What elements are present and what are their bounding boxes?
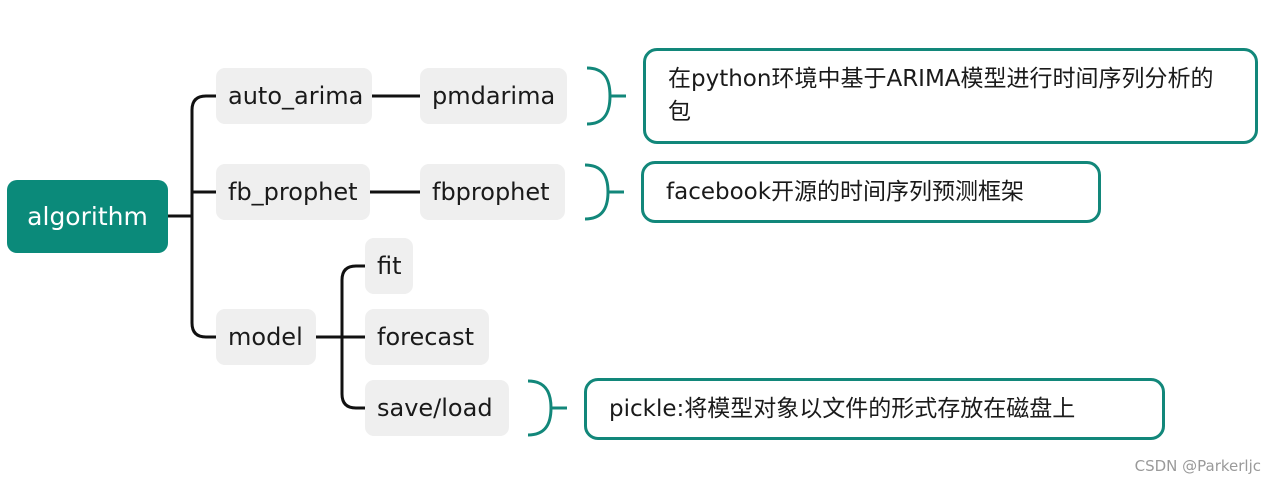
node-auto-arima[interactable]: auto_arima xyxy=(216,68,372,124)
note-pickle[interactable]: pickle:将模型对象以文件的形式存放在磁盘上 xyxy=(584,378,1165,440)
note-fbprophet[interactable]: facebook开源的时间序列预测框架 xyxy=(641,161,1101,223)
node-fbprophet[interactable]: fbprophet xyxy=(420,164,565,220)
node-save-load[interactable]: save/load xyxy=(365,380,509,436)
bracket-fbprophet xyxy=(584,163,624,221)
node-model[interactable]: model xyxy=(216,309,316,365)
node-pmdarima[interactable]: pmdarima xyxy=(420,68,567,124)
node-forecast[interactable]: forecast xyxy=(365,309,489,365)
note-pickle-text: pickle:将模型对象以文件的形式存放在磁盘上 xyxy=(609,395,1076,422)
note-fbprophet-text: facebook开源的时间序列预测框架 xyxy=(666,178,1025,205)
note-pmdarima-text: 在python环境中基于ARIMA模型进行时间序列分析的包 xyxy=(668,66,1214,125)
bracket-pmdarima xyxy=(586,66,626,126)
root-node-algorithm[interactable]: algorithm xyxy=(7,180,168,253)
main-trunk xyxy=(190,94,216,339)
bracket-save-load xyxy=(527,379,567,437)
node-fb-prophet[interactable]: fb_prophet xyxy=(216,164,370,220)
node-fit[interactable]: fit xyxy=(365,238,413,294)
watermark: CSDN @Parkerljc xyxy=(1134,457,1261,475)
note-pmdarima[interactable]: 在python环境中基于ARIMA模型进行时间序列分析的包 xyxy=(643,48,1258,144)
